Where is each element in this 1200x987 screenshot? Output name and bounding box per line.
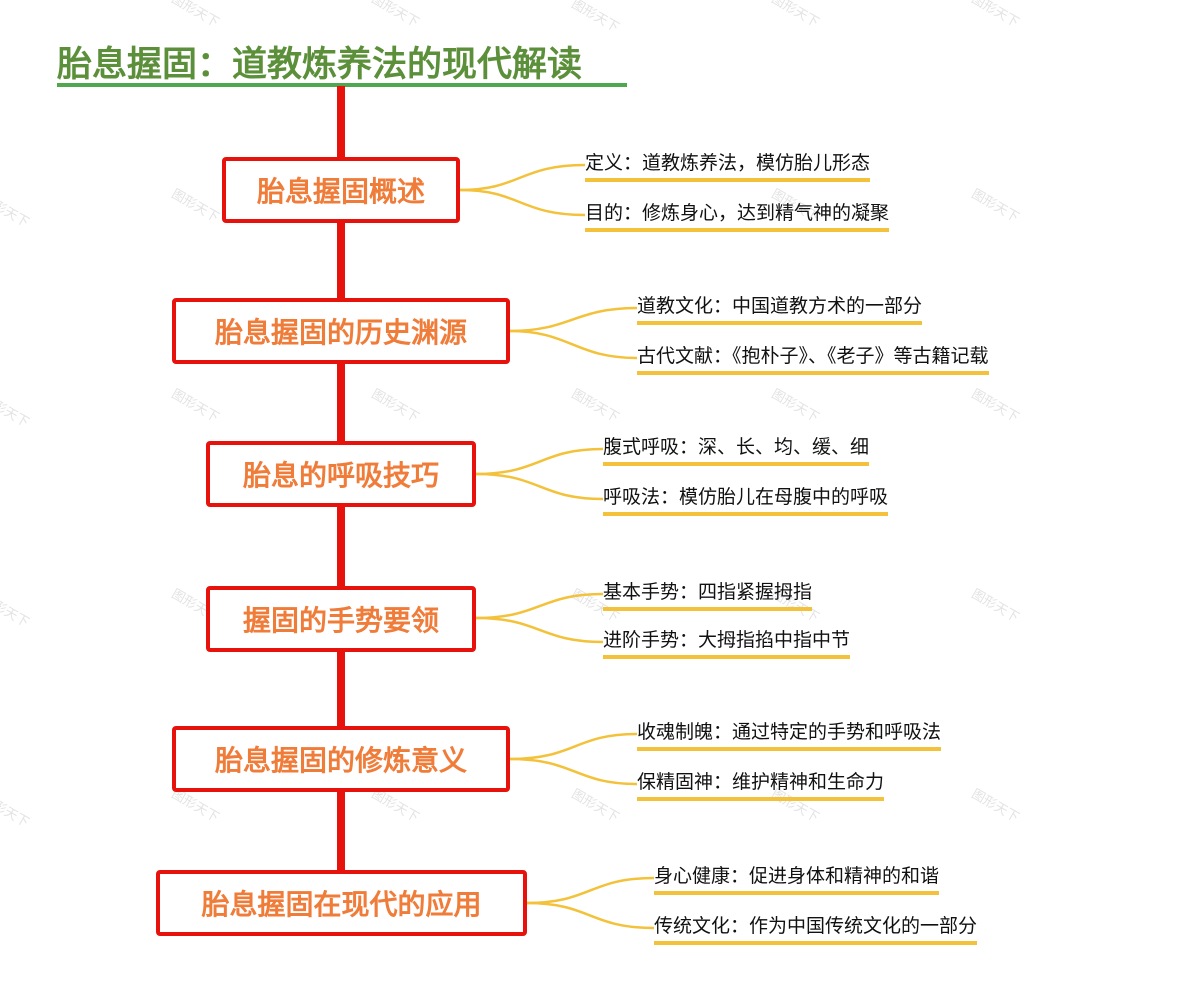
branch-node-breathing[interactable]: 胎息的呼吸技巧 [206,441,476,507]
leaf-advanced-gesture[interactable]: 进阶手势：大拇指掐中指中节 [603,628,851,659]
branch-label: 胎息握固概述 [256,175,425,208]
page-title: 胎息握固：道教炼养法的现代解读 [57,45,583,85]
leaf-taoist-culture[interactable]: 道教文化：中国道教方术的一部分 [637,294,923,325]
leaf-abdominal-breathing[interactable]: 腹式呼吸：深、长、均、缓、细 [603,435,870,466]
leaf-basic-gesture[interactable]: 基本手势：四指紧握拇指 [603,580,813,611]
branch-node-hand-gesture[interactable]: 握固的手势要领 [206,586,476,652]
title-underline [57,83,627,87]
leaf-ancient-texts[interactable]: 古代文献：《抱朴子》、《老子》等古籍记载 [637,344,989,375]
leaf-health[interactable]: 身心健康：促进身体和精神的和谐 [654,864,940,895]
branch-label: 胎息的呼吸技巧 [242,459,439,492]
branch-label: 胎息握固的历史渊源 [214,316,467,349]
branch-node-overview[interactable]: 胎息握固概述 [222,157,460,223]
branch-node-history[interactable]: 胎息握固的历史渊源 [172,298,510,364]
branch-node-modern-application[interactable]: 胎息握固在现代的应用 [156,870,527,936]
branch-label: 握固的手势要领 [242,604,439,637]
branch-label: 胎息握固的修炼意义 [214,744,467,777]
leaf-preserve-essence[interactable]: 保精固神：维护精神和生命力 [637,770,885,801]
branch-label: 胎息握固在现代的应用 [201,888,482,921]
leaf-breathing-method[interactable]: 呼吸法：模仿胎儿在母腹中的呼吸 [603,485,889,516]
branch-node-significance[interactable]: 胎息握固的修炼意义 [172,726,510,792]
leaf-soul-control[interactable]: 收魂制魄：通过特定的手势和呼吸法 [637,720,942,751]
leaf-definition[interactable]: 定义：道教炼养法，模仿胎儿形态 [585,151,871,182]
leaf-purpose[interactable]: 目的：修炼身心，达到精气神的凝聚 [585,201,890,232]
leaf-traditional-culture[interactable]: 传统文化：作为中国传统文化的一部分 [654,914,978,945]
